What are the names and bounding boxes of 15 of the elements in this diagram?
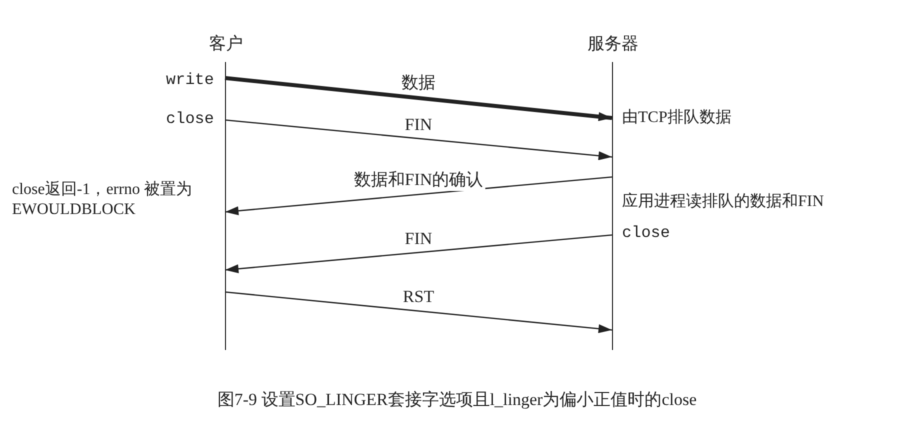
edge-label: 数据和FIN的确认 xyxy=(352,168,486,190)
annotation-text: write xyxy=(166,70,214,90)
annotation-text: close xyxy=(622,223,670,243)
annotation-text: 由TCP排队数据 xyxy=(622,108,732,128)
lifeline-heading: 客户 xyxy=(209,33,243,55)
annotation-text: close返回-1，errno 被置为EWOULDBLOCK xyxy=(12,180,193,220)
arrow xyxy=(224,234,612,274)
lifeline-heading: 服务器 xyxy=(588,33,638,55)
annotation-text: 应用进程读排队的数据和FIN xyxy=(622,192,824,212)
caption: 图7-9 设置SO_LINGER套接字选项且l_linger为偏小正值时的close xyxy=(216,389,698,411)
arrow xyxy=(224,176,612,216)
arrow xyxy=(224,291,612,334)
arrow xyxy=(224,119,612,160)
arrow xyxy=(224,76,612,122)
annotation-text: close xyxy=(166,109,214,129)
